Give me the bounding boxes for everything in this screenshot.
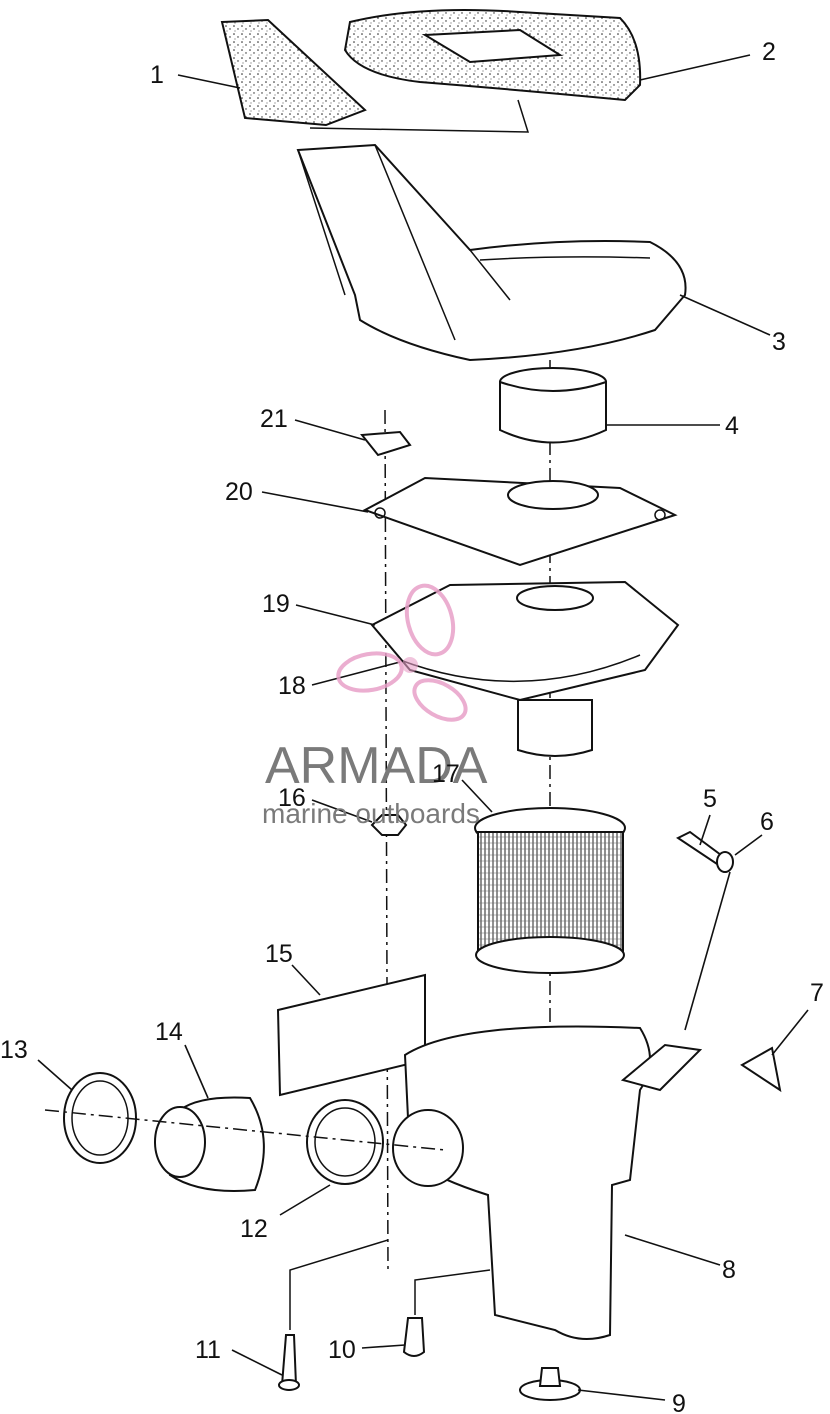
lid-opening bbox=[507, 480, 599, 510]
screw-assembly-line bbox=[289, 1239, 389, 1330]
callout-7: 7 bbox=[810, 979, 824, 1007]
clamp-part bbox=[306, 1099, 384, 1185]
callout-6: 6 bbox=[760, 808, 774, 836]
side-clip-part bbox=[740, 1046, 782, 1093]
leader-18 bbox=[311, 661, 401, 686]
boot-axis-line bbox=[44, 1109, 446, 1151]
intake-cover-part bbox=[296, 143, 687, 362]
callout-19: 19 bbox=[262, 590, 290, 618]
leader-14 bbox=[184, 1044, 209, 1099]
callout-12: 12 bbox=[240, 1215, 268, 1243]
filter-element-part bbox=[477, 831, 624, 953]
leader-19 bbox=[295, 604, 376, 626]
label-part bbox=[276, 973, 426, 1097]
filter-bottom bbox=[475, 936, 625, 974]
callout-2: 2 bbox=[762, 38, 776, 66]
leader-12 bbox=[279, 1184, 331, 1216]
callout-21: 21 bbox=[260, 405, 288, 433]
leader-5 bbox=[699, 814, 711, 846]
callout-20: 20 bbox=[225, 478, 253, 506]
callout-9: 9 bbox=[672, 1390, 686, 1414]
boot-opening bbox=[154, 1106, 206, 1178]
callout-10: 10 bbox=[328, 1336, 356, 1364]
watermark-brand: ARMADA bbox=[265, 737, 488, 795]
callout-14: 14 bbox=[155, 1018, 183, 1046]
nut-part bbox=[370, 814, 408, 836]
washer-assembly-line bbox=[684, 871, 731, 1031]
left-axis-line bbox=[384, 409, 389, 1271]
callout-18: 18 bbox=[278, 672, 306, 700]
coupler-body bbox=[499, 380, 607, 444]
washer-part bbox=[716, 851, 734, 873]
foam-strip-part bbox=[220, 18, 367, 127]
clip-part bbox=[360, 430, 412, 457]
large-clamp-part bbox=[63, 1072, 137, 1164]
housing-top-opening bbox=[516, 585, 594, 611]
leader-7 bbox=[771, 1009, 809, 1056]
callout-3: 3 bbox=[772, 328, 786, 356]
lid-hole-left bbox=[374, 507, 386, 519]
foam-seal-opening bbox=[421, 28, 564, 64]
leader-21 bbox=[294, 419, 366, 441]
leader-3 bbox=[679, 294, 771, 336]
airbox-lid-part bbox=[362, 476, 678, 567]
leader-1 bbox=[177, 74, 241, 89]
airbox-body-part bbox=[403, 1025, 651, 1340]
leader-15 bbox=[291, 964, 321, 996]
leader-11 bbox=[231, 1349, 283, 1376]
leader-10 bbox=[361, 1344, 406, 1349]
leader-8 bbox=[624, 1234, 721, 1266]
callout-8: 8 bbox=[722, 1256, 736, 1284]
screw-part bbox=[280, 1334, 298, 1386]
gasket-part bbox=[399, 654, 641, 682]
drain-fitting-part bbox=[402, 1317, 426, 1357]
housing-spigot bbox=[517, 699, 593, 757]
leader-17 bbox=[461, 779, 493, 813]
airbox-bracket bbox=[620, 1043, 703, 1092]
watermark-tagline: marine outboards bbox=[262, 798, 480, 829]
callout-15: 15 bbox=[265, 940, 293, 968]
screw-head bbox=[278, 1379, 300, 1391]
part1-assembly-line bbox=[309, 99, 530, 133]
callout-1: 1 bbox=[150, 61, 164, 89]
callout-16: 16 bbox=[278, 784, 306, 812]
leader-6 bbox=[734, 834, 763, 856]
callout-17: 17 bbox=[432, 760, 460, 788]
drain-plug-stem bbox=[538, 1367, 562, 1387]
leader-13 bbox=[37, 1059, 73, 1091]
leader-9 bbox=[577, 1389, 666, 1401]
callout-11: 11 bbox=[195, 1336, 221, 1364]
leader-16 bbox=[311, 799, 373, 823]
lid-hole-right bbox=[654, 509, 666, 521]
armada-logo bbox=[336, 583, 468, 722]
leader-2 bbox=[639, 54, 751, 81]
intake-cover-detail bbox=[297, 144, 651, 341]
clamp-inner bbox=[314, 1107, 376, 1177]
callout-5: 5 bbox=[703, 785, 717, 813]
callout-13: 13 bbox=[0, 1036, 28, 1064]
callout-4: 4 bbox=[725, 412, 739, 440]
fitting-assembly-line bbox=[414, 1269, 491, 1315]
leader-20 bbox=[261, 491, 369, 513]
